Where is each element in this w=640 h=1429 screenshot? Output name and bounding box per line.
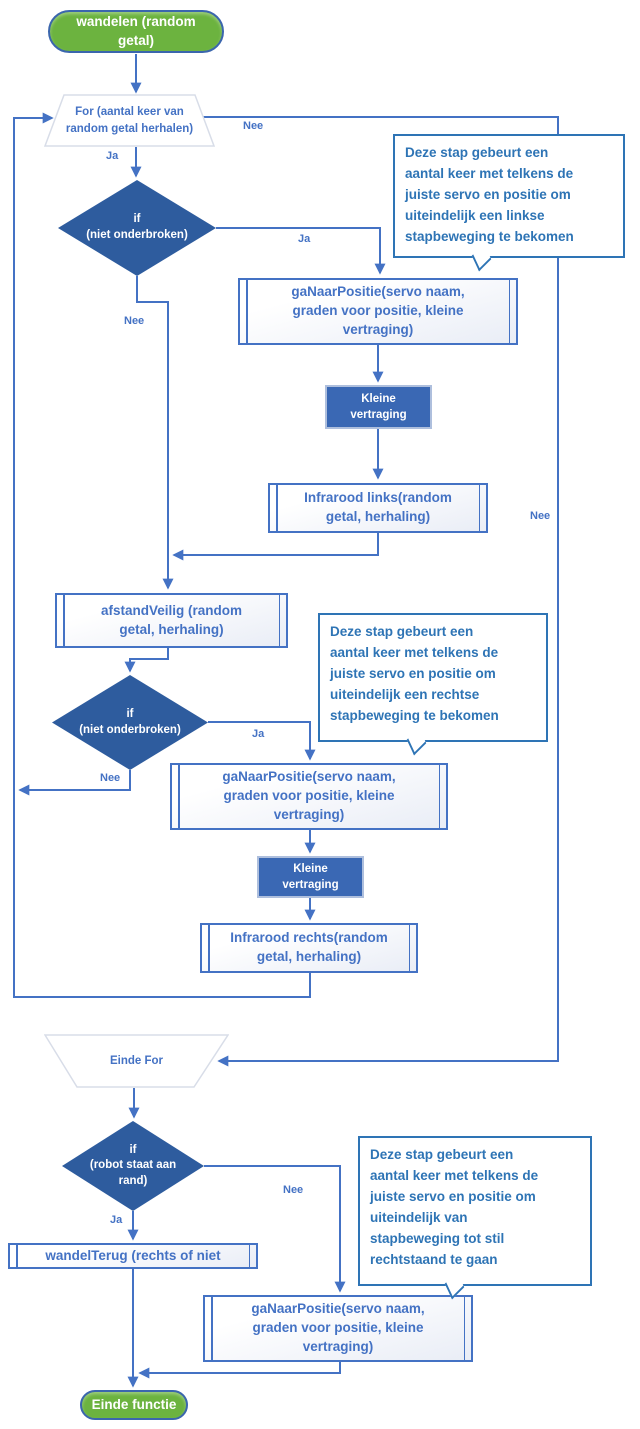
end-for-label: Einde For [109,1054,164,1067]
callout-right-step: Deze stap gebeurt een aantal keer met te… [318,613,548,756]
callout-left-step: Deze stap gebeurt een aantal keer met te… [393,134,625,272]
process-go-to-position-3: gaNaarPositie(servo naam, graden voor po… [203,1295,473,1362]
decision-if-3-label: if (robot staat aan rand) [89,1143,177,1187]
delay-box-1-label: Kleine vertraging [350,392,407,421]
decision-if-1-label: if (niet onderbroken) [86,213,188,241]
callout-left-step-text: Deze stap gebeurt een aantal keer met te… [405,145,574,244]
edge-label-if2-nee: Nee [100,772,121,784]
decision-if-2-label: if (niet onderbroken) [79,707,181,736]
process-infrared-left-label: Infrarood links(random getal, herhaling) [304,490,452,524]
end-terminator: Einde functie [80,1390,188,1420]
process-infrared-right-label: Infrarood rechts(random getal, herhaling… [230,930,388,964]
start-label: wandelen (random getal) [76,14,196,48]
process-walk-back: wandelTerug (rechts of niet [8,1243,258,1269]
process-walk-back-label: wandelTerug (rechts of niet [45,1248,221,1264]
process-go-to-position-1: gaNaarPositie(servo naam, graden voor po… [238,278,518,345]
for-loop-node: For (aantal keer van random getal herhal… [44,94,215,147]
edge-label-if1-nee: Nee [124,315,145,327]
callout-right-step-text: Deze stap gebeurt een aantal keer met te… [330,624,499,723]
process-go-to-position-1-label: gaNaarPositie(servo naam, graden voor po… [291,284,465,337]
delay-box-2: Kleine vertraging [257,856,364,898]
delay-box-1: Kleine vertraging [325,385,432,429]
edge-label-if3-nee: Nee [283,1184,304,1196]
process-distance-safe: afstandVeilig (random getal, herhaling) [55,593,288,648]
process-go-to-position-3-label: gaNaarPositie(servo naam, graden voor po… [251,1301,425,1354]
edge-label-if1-ja: Ja [298,233,311,245]
end-for-node: Einde For [44,1034,229,1088]
process-go-to-position-2: gaNaarPositie(servo naam, graden voor po… [170,763,448,830]
edge-label-if3-ja: Ja [110,1214,123,1226]
for-loop-shape [44,94,215,147]
end-for-shape [44,1034,229,1088]
process-infrared-left: Infrarood links(random getal, herhaling) [268,483,488,533]
end-label: Einde functie [91,1396,177,1412]
callout-stand-still: Deze stap gebeurt een aantal keer met te… [358,1136,592,1300]
callout-stand-still-text: Deze stap gebeurt een aantal keer met te… [370,1147,539,1267]
edge-label-for-nee: Nee [243,120,264,132]
process-go-to-position-2-label: gaNaarPositie(servo naam, graden voor po… [222,769,396,822]
edge-label-for-ja: Ja [106,150,119,162]
process-infrared-right: Infrarood rechts(random getal, herhaling… [200,923,418,973]
edge-label-loop-nee: Nee [530,510,551,522]
process-distance-safe-label: afstandVeilig (random getal, herhaling) [100,602,243,637]
edge-label-if2-ja: Ja [252,728,265,740]
for-loop-label: For (aantal keer van random getal herhal… [65,105,194,135]
delay-box-2-label: Kleine vertraging [282,862,339,891]
start-terminator: wandelen (random getal) [48,10,224,53]
